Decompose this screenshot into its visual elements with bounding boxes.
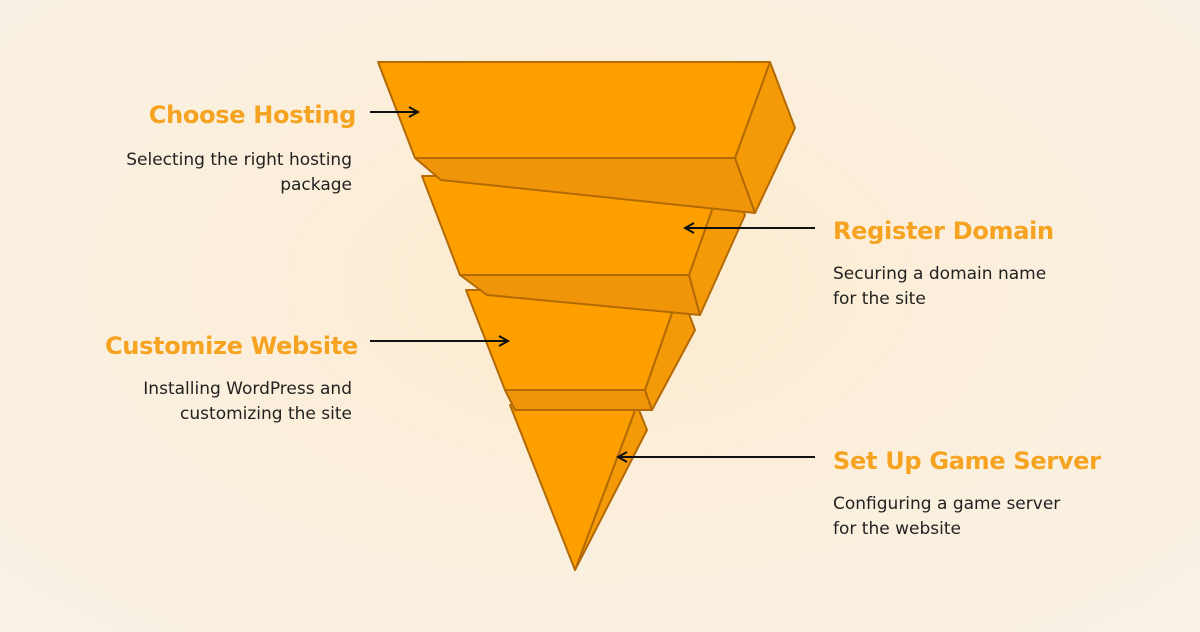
- step-title-set-up-game-server: Set Up Game Server: [833, 447, 1101, 475]
- step-title-register-domain: Register Domain: [833, 217, 1054, 245]
- step-description-register-domain: Securing a domain name for the site: [833, 262, 1083, 312]
- description-line: Installing WordPress and: [143, 379, 352, 399]
- step-description-set-up-game-server: Configuring a game server for the websit…: [833, 492, 1083, 542]
- funnel-level-3: [465, 289, 696, 411]
- funnel-level-4: [509, 404, 648, 571]
- step-title-choose-hosting: Choose Hosting: [148, 101, 357, 129]
- step-description-choose-hosting: Selecting the right hosting package: [102, 148, 352, 198]
- description-line: Selecting the right hosting: [126, 150, 352, 170]
- step-title-customize-website: Customize Website: [104, 332, 358, 360]
- description-line: for the site: [833, 289, 926, 309]
- description-line: for the website: [833, 519, 961, 539]
- description-line: customizing the site: [180, 404, 352, 424]
- description-line: Securing a domain name: [833, 264, 1047, 284]
- description-line: Configuring a game server: [833, 494, 1061, 514]
- step-description-customize-website: Installing WordPress and customizing the…: [102, 377, 352, 427]
- description-line: package: [280, 175, 352, 195]
- funnel-level-1: [377, 61, 796, 214]
